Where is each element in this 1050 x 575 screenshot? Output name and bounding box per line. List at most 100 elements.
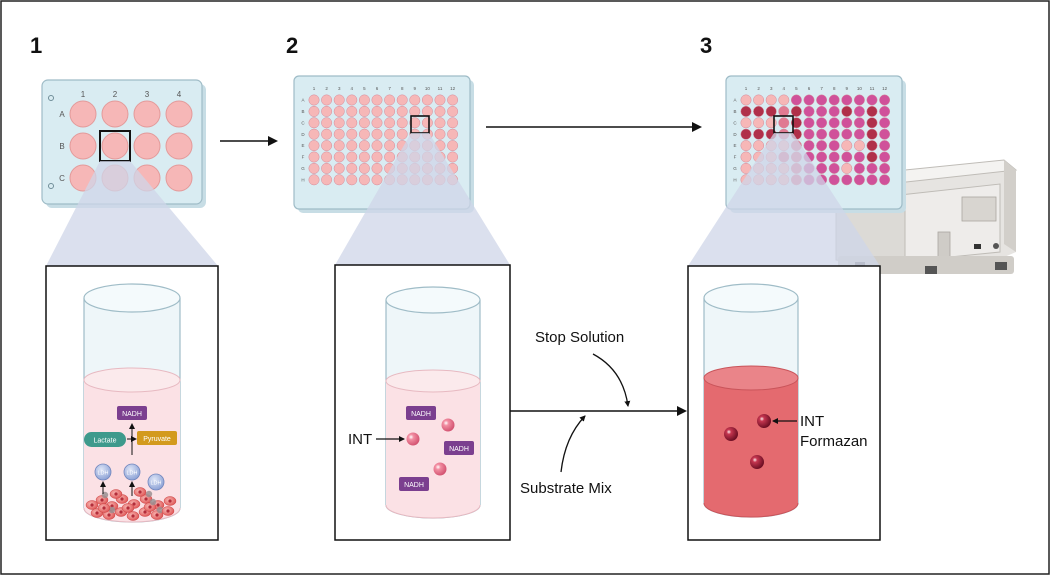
plate12-col-label: 2 xyxy=(113,90,118,99)
plate12-well xyxy=(133,100,161,128)
int-label: INT xyxy=(348,431,372,448)
ldh-label: LDH xyxy=(97,471,108,477)
plate3-well xyxy=(790,105,802,117)
plate2-well xyxy=(371,140,383,152)
plate3-well xyxy=(828,151,840,163)
plate3-well xyxy=(753,105,765,117)
plate2-well xyxy=(346,140,358,152)
plate2-well xyxy=(371,174,383,186)
int-formazan-label-line1: INT xyxy=(800,413,824,430)
zoom-cone-3 xyxy=(688,133,880,266)
plate12-row-label: C xyxy=(59,174,65,183)
plate3-col-label: 12 xyxy=(882,86,888,91)
int-bead xyxy=(441,418,455,432)
plate3-well xyxy=(740,105,752,117)
plate3-row-label: D xyxy=(733,132,737,137)
plate2-well xyxy=(333,117,345,129)
plate2-well xyxy=(321,105,333,117)
plate3-well xyxy=(753,94,765,106)
plate3-well xyxy=(879,151,891,163)
cell-debris xyxy=(145,490,153,498)
plate2-well xyxy=(421,117,433,129)
plate3-col-label: 8 xyxy=(833,86,836,91)
plate2-well xyxy=(321,174,333,186)
substrate-mix-label: Substrate Mix xyxy=(520,480,612,497)
plate2-well xyxy=(321,151,333,163)
plate3-well xyxy=(841,151,853,163)
plate3-well xyxy=(753,117,765,129)
plate2-well xyxy=(308,162,320,174)
plate3-well xyxy=(803,94,815,106)
plate3-col-label: 10 xyxy=(857,86,863,91)
zoom-cone-1 xyxy=(46,161,218,266)
plate2-well xyxy=(358,162,370,174)
plate3-row-label: E xyxy=(733,143,736,148)
plate2-well xyxy=(308,94,320,106)
plate3-well xyxy=(866,128,878,140)
int-bead xyxy=(406,432,420,446)
plate2-well xyxy=(409,94,421,106)
plate2-well xyxy=(358,105,370,117)
plate2-well xyxy=(321,128,333,140)
plate12-row-label: A xyxy=(59,110,65,119)
plate2-well xyxy=(396,128,408,140)
plate3-well xyxy=(790,94,802,106)
substrate-mix-arrow xyxy=(560,415,586,473)
plate3-well xyxy=(803,140,815,152)
plate2-well xyxy=(434,94,446,106)
formazan-bead xyxy=(724,427,738,441)
plate2-well xyxy=(384,151,396,163)
plate3-well xyxy=(828,94,840,106)
plate3-well xyxy=(828,105,840,117)
plate2-well xyxy=(308,174,320,186)
plate3-well xyxy=(740,117,752,129)
plate3-well xyxy=(879,128,891,140)
nadh-label: NADH xyxy=(449,446,469,453)
plate2-col-label: 12 xyxy=(450,86,456,91)
cell-debris xyxy=(108,506,116,514)
nadh-box xyxy=(117,406,147,420)
plate2-well xyxy=(447,140,459,152)
plate3-well xyxy=(816,162,828,174)
plate12-well xyxy=(165,164,193,192)
cell-debris xyxy=(149,498,157,506)
ldh-enzyme xyxy=(94,463,112,481)
plate3-well xyxy=(828,117,840,129)
plate3-well xyxy=(753,128,765,140)
plate2-well xyxy=(447,128,459,140)
plate2-well xyxy=(333,140,345,152)
plate2-well xyxy=(346,105,358,117)
plate2-well xyxy=(371,117,383,129)
plate3-col-label: 2 xyxy=(757,86,760,91)
plate12-row-label: B xyxy=(59,142,64,151)
plate2-well xyxy=(396,117,408,129)
plate3-well xyxy=(879,140,891,152)
plate3-well xyxy=(740,151,752,163)
plate2-well xyxy=(384,94,396,106)
plate3-well xyxy=(853,162,865,174)
plate3-col-label: 11 xyxy=(870,86,875,91)
plate2-well xyxy=(346,151,358,163)
plate2-well xyxy=(358,128,370,140)
plate3-well xyxy=(841,174,853,186)
plate12-well xyxy=(101,100,129,128)
plate3-well xyxy=(816,140,828,152)
plate2-well xyxy=(434,128,446,140)
plate2-col-label: 5 xyxy=(363,86,366,91)
plate3-well xyxy=(828,174,840,186)
plate2-well xyxy=(308,117,320,129)
plate3-well xyxy=(866,140,878,152)
plate2-well xyxy=(358,94,370,106)
plate3-well xyxy=(765,117,777,129)
nadh-label: NADH xyxy=(411,411,431,418)
plate2-well xyxy=(346,94,358,106)
panel-3-molecules: INT Formazan xyxy=(724,413,868,469)
plate3-col-label: 6 xyxy=(808,86,811,91)
plate3-col-label: 7 xyxy=(820,86,823,91)
int-formazan-label-line2: Formazan xyxy=(800,433,868,450)
plate2-well xyxy=(333,162,345,174)
plate3-well xyxy=(803,105,815,117)
